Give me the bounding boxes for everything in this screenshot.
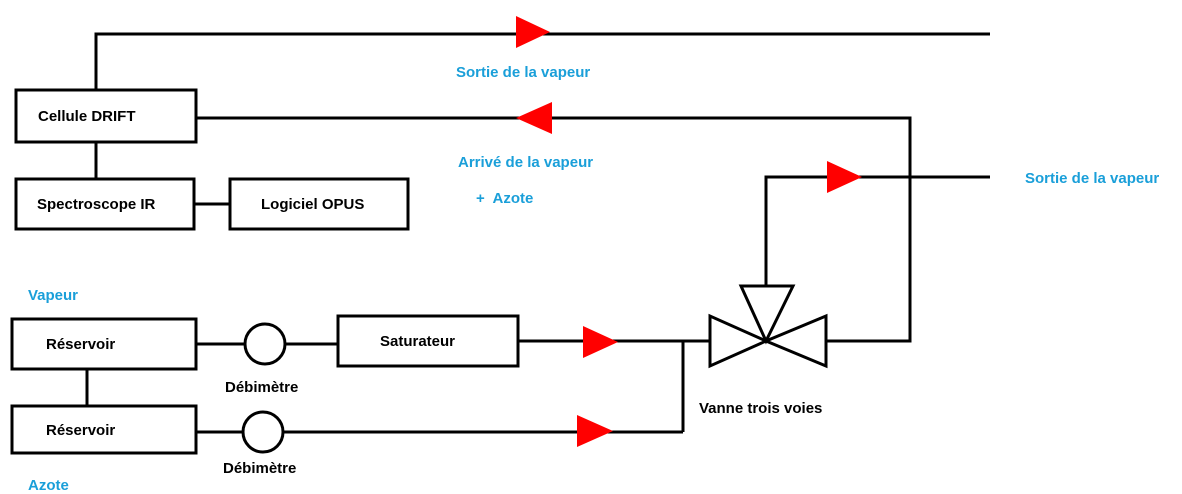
- spectroscope-ir-box: Spectroscope IR: [14, 177, 196, 231]
- cellule-drift-label: Cellule DRIFT: [38, 108, 136, 125]
- arrive-vapeur-label: Arrivé de la vapeur: [458, 154, 593, 171]
- line-arrive-vapeur: [196, 116, 912, 343]
- logiciel-opus-label: Logiciel OPUS: [261, 196, 364, 213]
- cellule-drift-box: Cellule DRIFT: [14, 88, 198, 144]
- sortie-vapeur-right-label: Sortie de la vapeur: [1025, 170, 1159, 187]
- saturateur-label: Saturateur: [380, 333, 455, 350]
- azote-bottom-label: Azote: [28, 477, 69, 494]
- flow-arrows: [516, 16, 862, 447]
- line-sortie-top: [94, 32, 990, 90]
- reservoir-vapeur-label: Réservoir: [46, 336, 115, 353]
- line-sortie-right: [764, 175, 990, 286]
- vanne-trois-voies-label: Vanne trois voies: [699, 400, 822, 417]
- debimetre-2-label: Débimètre: [223, 460, 296, 477]
- debimetre-1-label: Débimètre: [225, 379, 298, 396]
- reservoir-azote-label: Réservoir: [46, 422, 115, 439]
- saturateur-box: Saturateur: [336, 314, 520, 368]
- spectroscope-ir-label: Spectroscope IR: [37, 196, 156, 213]
- reservoir-vapeur-box: Réservoir: [10, 317, 198, 371]
- arrow-saturateur-outlet-icon: [583, 326, 618, 358]
- flowmeter-1-icon: [243, 322, 287, 366]
- azote-plus-label: + Azote: [476, 190, 533, 207]
- logiciel-opus-box: Logiciel OPUS: [228, 177, 410, 231]
- vapeur-label: Vapeur: [28, 287, 78, 304]
- flowmeter-2-icon: [241, 410, 285, 454]
- arrow-arrive-vapeur-icon: [516, 102, 552, 134]
- three-way-valve-icon: [708, 284, 828, 369]
- arrow-azote-line-icon: [577, 415, 613, 447]
- reservoir-azote-box: Réservoir: [10, 404, 198, 455]
- connection-lines: [85, 32, 990, 434]
- sortie-vapeur-top-label: Sortie de la vapeur: [456, 64, 590, 81]
- arrow-sortie-top-icon: [516, 16, 550, 48]
- arrow-sortie-right-icon: [827, 161, 862, 193]
